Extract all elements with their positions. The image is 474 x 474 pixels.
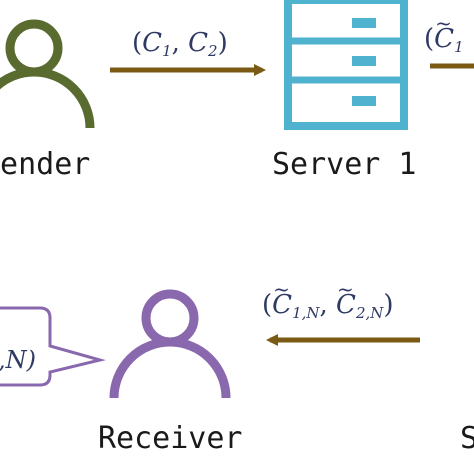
c1-symbol: C: [142, 28, 163, 58]
speech-bubble: [0, 306, 106, 387]
c2-subscript: 2: [208, 42, 218, 60]
edge-label-c1-c2: (C1, C2): [132, 28, 228, 60]
server-right-label: S: [460, 421, 474, 456]
c1-subscript: 1: [162, 42, 172, 60]
tilde-c1-subscript: 1: [454, 38, 464, 56]
bubble-text: ,N): [0, 346, 36, 374]
tilde-c2n-subscript: 2,N: [355, 304, 384, 322]
server-icon: [284, 0, 408, 130]
c2-symbol: C: [188, 28, 209, 58]
tilde-c1n-subscript: 1,N: [292, 304, 320, 322]
edge-label-tilde-c1: (C1: [424, 13, 464, 56]
receiver-label: Receiver: [98, 421, 243, 456]
edge-label-tilde-c1n-c2n: (C1,N, C2,N): [262, 279, 394, 322]
tilde-c2n-symbol: C: [336, 279, 356, 318]
server1-label: Server 1: [272, 147, 417, 182]
tilde-c1-symbol: C: [434, 13, 454, 52]
sender-person-icon: [0, 19, 95, 129]
sender-label: Sender: [0, 147, 91, 182]
receiver-person-icon: [109, 289, 231, 399]
tilde-c1n-symbol: C: [272, 279, 292, 318]
